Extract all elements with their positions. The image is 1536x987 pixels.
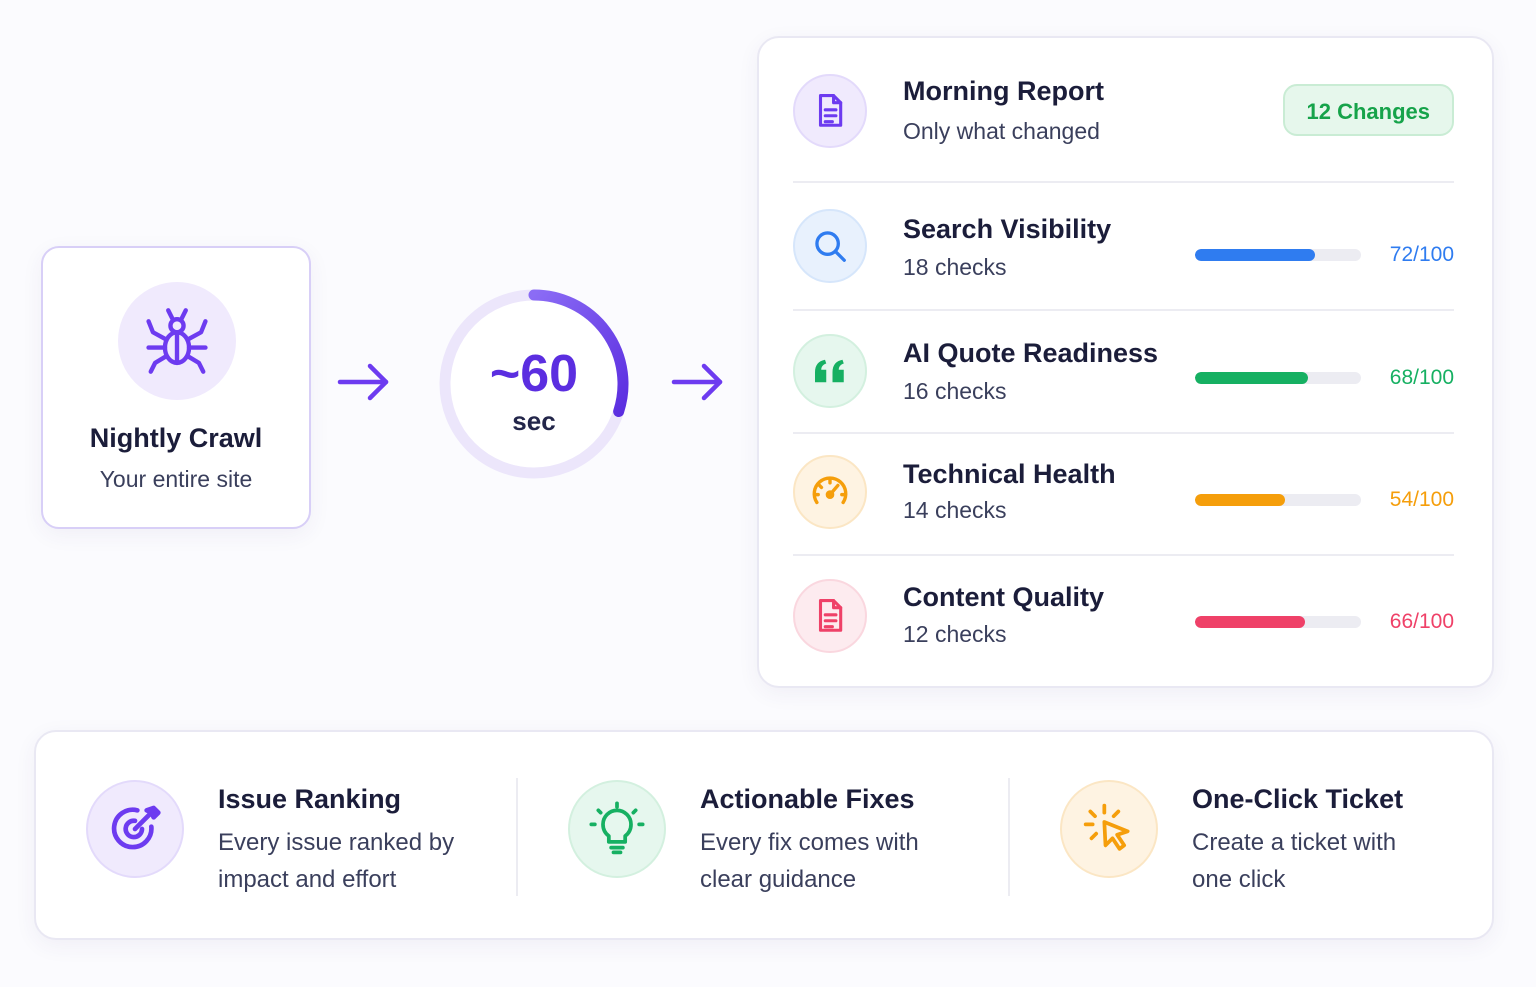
feature-title: One-Click Ticket <box>1192 784 1404 814</box>
category-row-technical-health[interactable]: Technical Health 14 checks 54/100 <box>793 433 1454 555</box>
report-header: Morning Report Only what changed 12 Chan… <box>793 38 1454 182</box>
feature-description: Every fix comes with clear guidance <box>700 829 919 893</box>
feature-title: Actionable Fixes <box>700 784 915 814</box>
target-icon <box>111 805 161 850</box>
score-bar-fill <box>1195 249 1315 261</box>
divider <box>793 309 1454 311</box>
target-icon-wrap <box>86 780 184 878</box>
feature-actionable-fixes: Actionable Fixes Every fix comes with cl… <box>518 732 1008 938</box>
feature-title: Issue Ranking <box>218 784 402 814</box>
category-title: Content Quality <box>903 582 1104 612</box>
feature-issue-ranking: Issue Ranking Every issue ranked by impa… <box>36 732 516 938</box>
category-checks: 12 checks <box>903 621 1007 647</box>
document-icon <box>818 599 843 632</box>
divider <box>793 432 1454 434</box>
score-label: 54/100 <box>1389 488 1454 511</box>
category-row-search-visibility[interactable]: Search Visibility 18 checks 72/100 <box>793 182 1454 306</box>
content-icon-wrap <box>793 579 867 653</box>
score-label: 72/100 <box>1389 243 1454 266</box>
timer-value: ~60 <box>489 345 579 403</box>
score-bar-fill <box>1195 616 1305 628</box>
features-card: Issue Ranking Every issue ranked by impa… <box>34 730 1494 940</box>
speedometer-icon-wrap <box>793 455 867 529</box>
score-bar-fill <box>1195 372 1308 384</box>
arrow-right-icon <box>337 363 389 401</box>
report-subtitle: Only what changed <box>903 118 1100 144</box>
divider <box>516 778 518 896</box>
report-title: Morning Report <box>903 76 1104 106</box>
feature-description: Create a ticket with one click <box>1192 829 1397 893</box>
category-title: Technical Health <box>903 459 1116 489</box>
category-title: AI Quote Readiness <box>903 338 1159 368</box>
quote-icon-wrap <box>793 334 867 408</box>
feature-one-click-ticket: One-Click Ticket Create a ticket with on… <box>1010 732 1490 938</box>
category-checks: 16 checks <box>903 378 1007 404</box>
lightbulb-icon-wrap <box>568 780 666 878</box>
timer-ring <box>439 289 629 479</box>
lightbulb-icon <box>589 801 645 855</box>
arrow-right-icon <box>671 363 723 401</box>
score-bar-fill <box>1195 494 1285 506</box>
cursor-click-icon <box>1083 803 1130 851</box>
spider-icon <box>146 308 208 374</box>
report-icon-wrap <box>793 74 867 148</box>
score-bar <box>1195 616 1361 628</box>
category-row-content-quality[interactable]: Content Quality 12 checks 66/100 <box>793 555 1454 685</box>
nightly-crawl-subtitle: Your entire site <box>99 466 253 492</box>
nightly-crawl-title: Nightly Crawl <box>89 423 263 453</box>
divider <box>793 554 1454 556</box>
score-bar <box>1195 372 1361 384</box>
crawl-duration-timer: ~60 sec <box>436 286 632 482</box>
score-label: 68/100 <box>1389 366 1454 389</box>
nightly-crawl-card: Nightly Crawl Your entire site <box>41 246 311 529</box>
timer-unit: sec <box>512 406 556 436</box>
cursor-click-icon-wrap <box>1060 780 1158 878</box>
divider <box>1008 778 1010 896</box>
changes-badge: 12 Changes <box>1282 84 1454 136</box>
score-bar <box>1195 249 1361 261</box>
quote-icon <box>815 359 844 383</box>
timer-progress-arc <box>528 289 629 418</box>
category-checks: 18 checks <box>903 254 1007 280</box>
category-checks: 14 checks <box>903 497 1007 523</box>
score-label: 66/100 <box>1389 610 1454 633</box>
divider <box>793 181 1454 183</box>
category-row-ai-quote-readiness[interactable]: AI Quote Readiness 16 checks 68/100 <box>793 310 1454 432</box>
score-bar <box>1195 494 1361 506</box>
magnifier-icon-wrap <box>793 209 867 283</box>
speedometer-icon <box>812 476 848 505</box>
feature-description: Every issue ranked by impact and effort <box>218 829 455 893</box>
magnifier-icon <box>815 231 846 262</box>
category-title: Search Visibility <box>903 214 1112 244</box>
document-icon <box>818 94 843 127</box>
morning-report-card: Morning Report Only what changed 12 Chan… <box>757 36 1494 688</box>
spider-icon-wrap <box>118 282 236 400</box>
